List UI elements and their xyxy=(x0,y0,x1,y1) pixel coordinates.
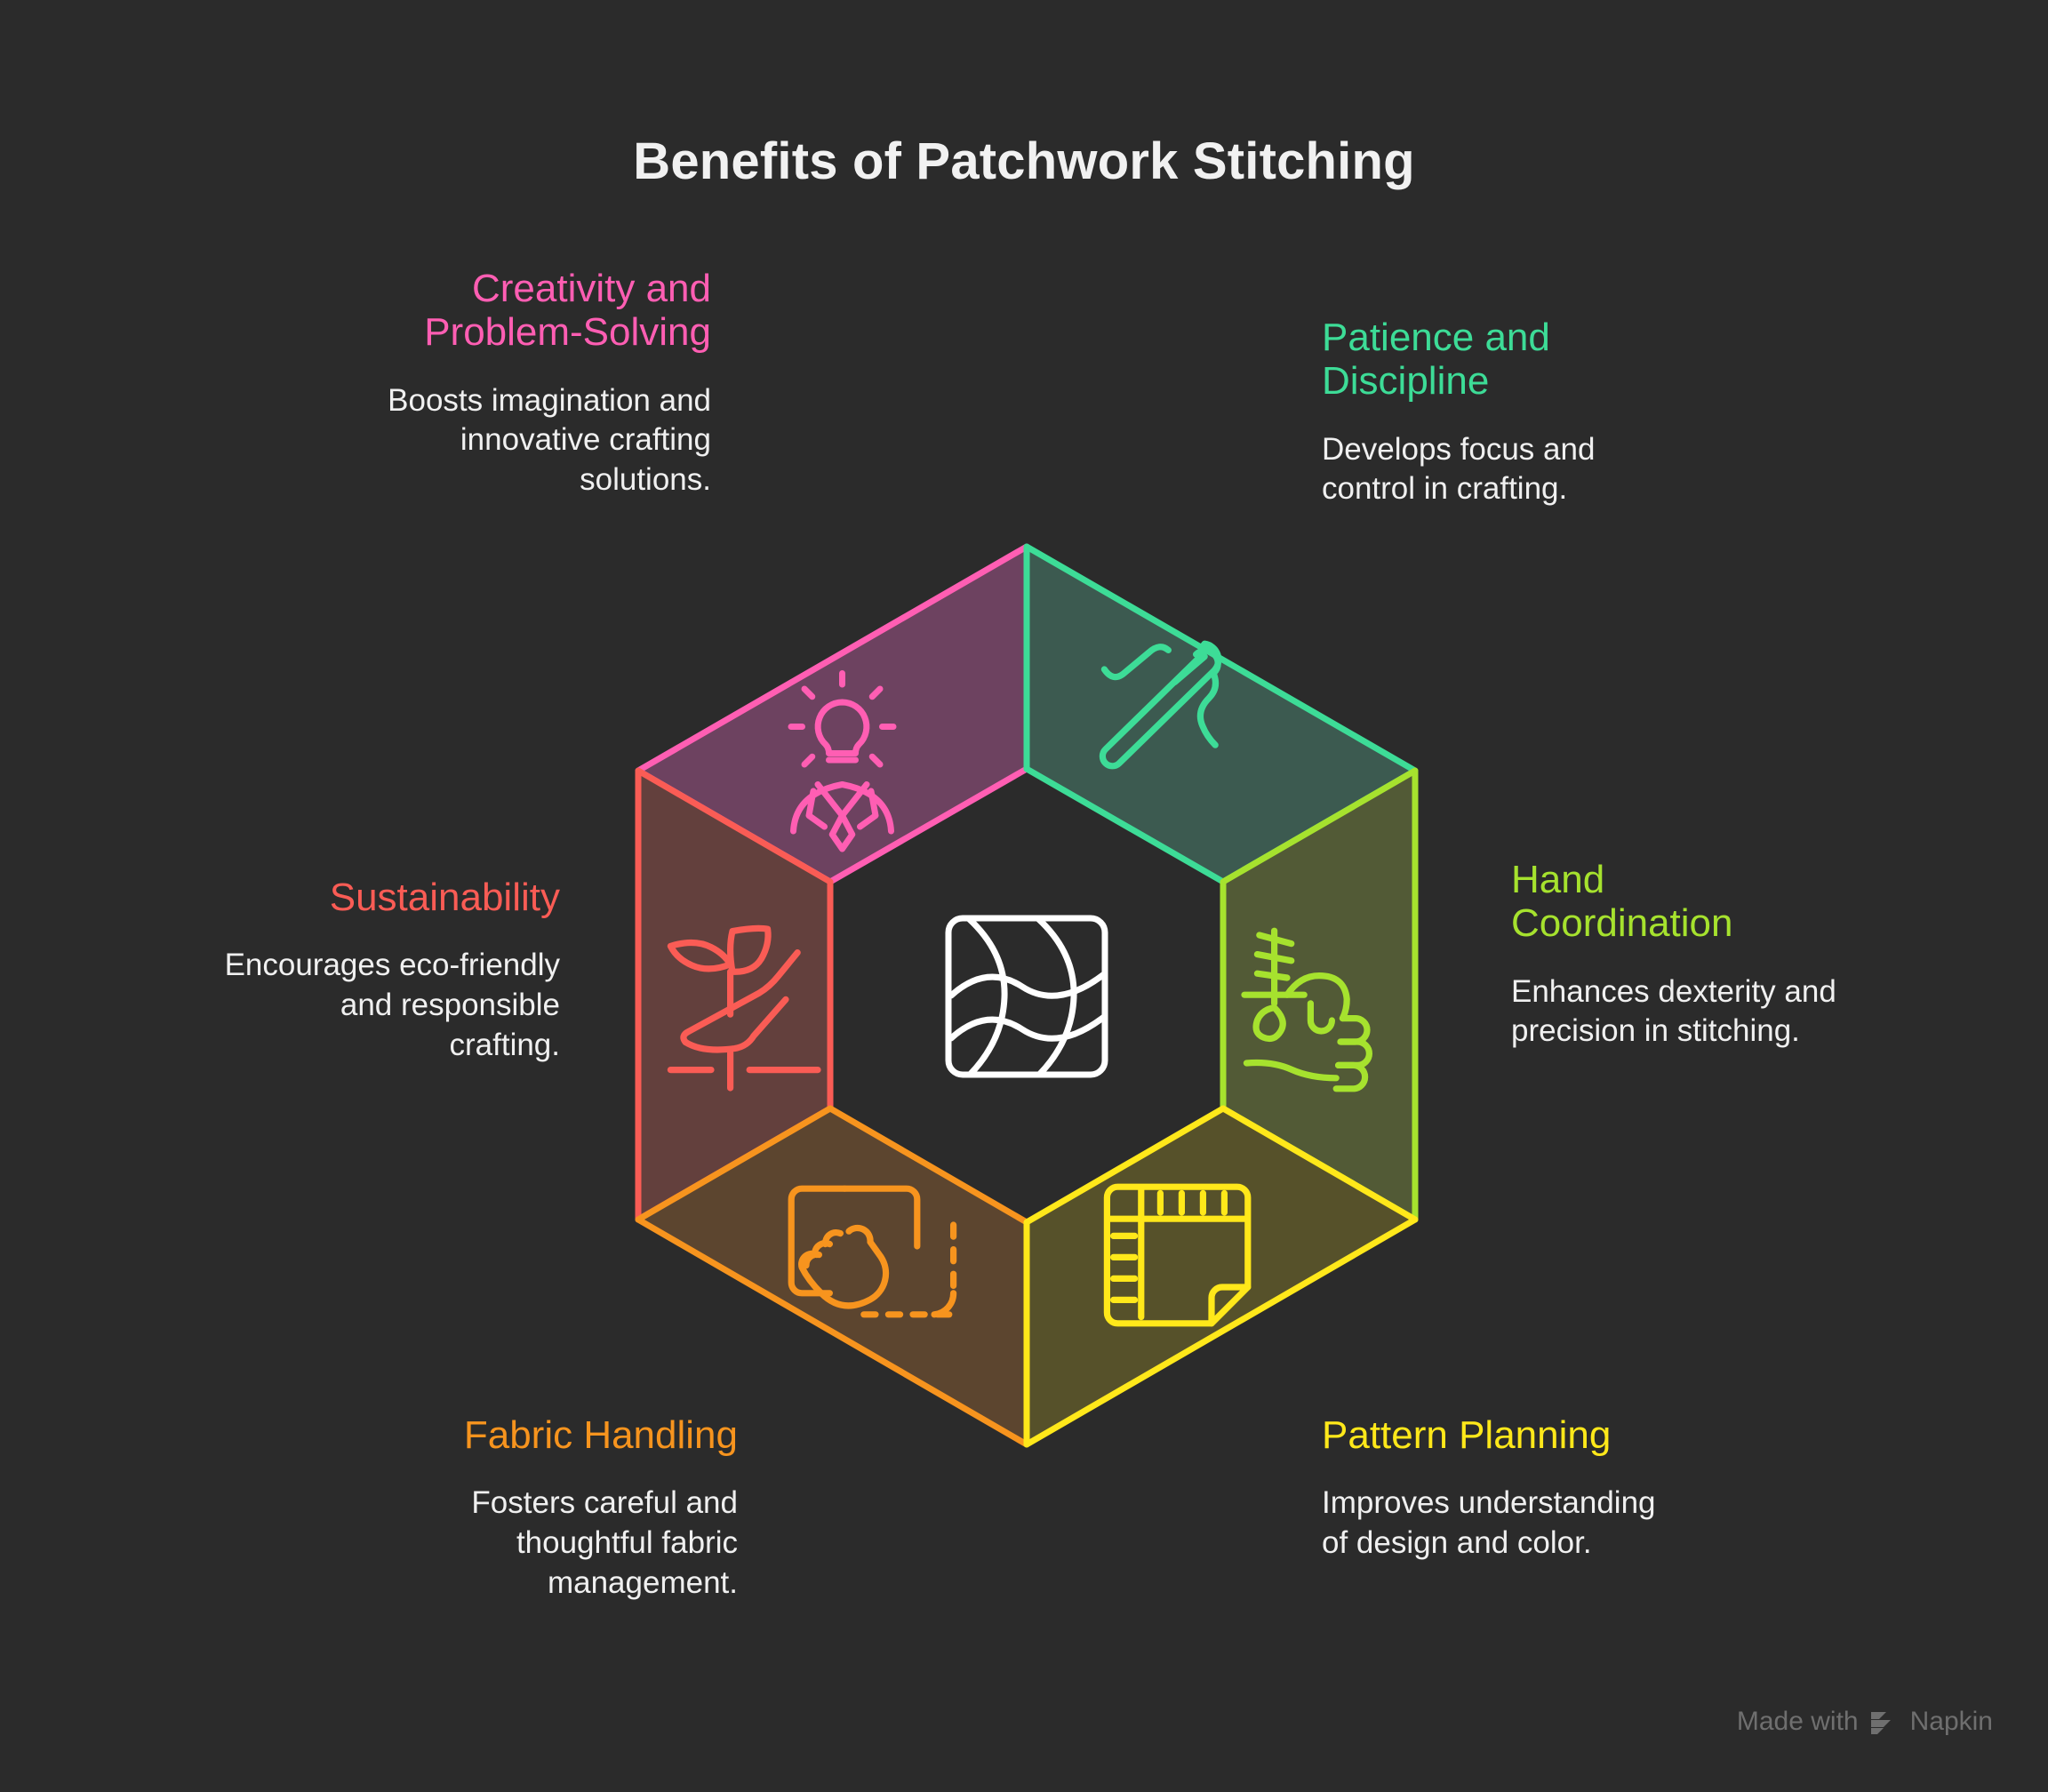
hexagon-diagram xyxy=(569,498,1484,1493)
lightbulb-person-idea-icon xyxy=(788,670,897,852)
callout-desc-sustainability: Encourages eco-friendly and responsible … xyxy=(224,948,560,1062)
segment-sustainability[interactable] xyxy=(635,767,834,1223)
watermark-prefix: Made with xyxy=(1736,1707,1859,1736)
callout-title-sustainability: Sustainability xyxy=(329,876,560,919)
hand-moving-fabric-icon xyxy=(788,1185,957,1318)
callout-desc-fabric-handling: Fosters careful and thoughtful fabric ma… xyxy=(471,1485,738,1600)
callout-creativity: Creativity and Problem-Solving Boosts im… xyxy=(204,267,711,500)
callout-desc-creativity: Boosts imagination and innovative crafti… xyxy=(388,382,711,498)
callout-patience: Patience and Discipline Develops focus a… xyxy=(1322,316,1784,509)
callout-sustainability: Sustainability Encourages eco-friendly a… xyxy=(89,876,560,1066)
callout-title-fabric-handling: Fabric Handling xyxy=(463,1413,738,1457)
patchwork-quilt-icon xyxy=(945,915,1108,1078)
callout-desc-pattern-planning: Improves understanding of design and col… xyxy=(1322,1485,1656,1561)
page-title: Benefits of Patchwork Stitching xyxy=(633,132,1415,190)
napkin-logo-icon xyxy=(1870,1712,1891,1734)
hand-holding-needle-icon xyxy=(1241,927,1372,1092)
needle-and-thread-icon xyxy=(1099,640,1222,770)
callout-hand-coordination: Hand Coordination Enhances dexterity and… xyxy=(1511,858,1973,1052)
sprout-in-hand-icon xyxy=(667,924,821,1092)
callout-title-creativity: Creativity and Problem-Solving xyxy=(424,267,711,355)
callout-fabric-handling: Fabric Handling Fosters careful and thou… xyxy=(311,1413,738,1604)
watermark: Made with Napkin xyxy=(1737,1707,1993,1737)
watermark-brand: Napkin xyxy=(1909,1707,1993,1736)
callout-title-hand-coordination: Hand Coordination xyxy=(1511,858,1733,946)
segment-pattern-planning[interactable] xyxy=(1023,1105,1419,1448)
pattern-ruler-sheet-icon xyxy=(1103,1183,1252,1327)
callout-pattern-planning: Pattern Planning Improves understanding … xyxy=(1322,1413,1802,1564)
callout-desc-patience: Develops focus and control in crafting. xyxy=(1322,431,1596,507)
callout-title-patience: Patience and Discipline xyxy=(1322,316,1550,404)
callout-desc-hand-coordination: Enhances dexterity and precision in stit… xyxy=(1511,973,1836,1049)
callout-title-pattern-planning: Pattern Planning xyxy=(1322,1413,1612,1457)
